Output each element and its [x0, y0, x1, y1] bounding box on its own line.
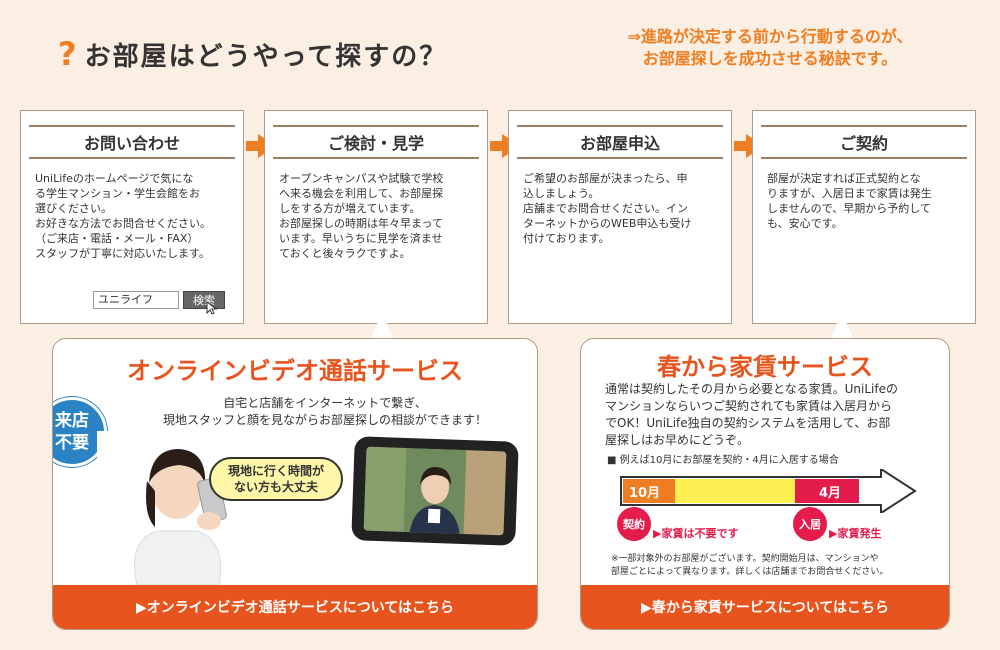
callout-tail — [830, 312, 854, 340]
step-line: UniLifeのホームページで気にな — [35, 172, 194, 185]
step-line: 込しましょう。 — [523, 187, 600, 200]
spring-card-link[interactable]: ▶春から家賃サービスについてはこちら — [581, 585, 949, 629]
step-line: オープンキャンパスや試験で学校 — [279, 172, 444, 185]
callout-tail — [370, 312, 394, 340]
step-line: 店舗までお問合せください。イン — [523, 202, 688, 215]
speech-bubble: 現地に行く時間が ない方も大丈夫 — [209, 457, 343, 501]
step-body: UniLifeのホームページで気にな る学生マンション・学生会館をお 選びくださ… — [21, 171, 243, 261]
step-line: しをする方が増えています。 — [279, 202, 421, 215]
footnote-line: ※一部対象外のお部屋がございます。契約開始月は、マンションや — [611, 554, 879, 564]
step-line: （ご来店・電話・メール・FAX） — [35, 232, 199, 245]
woman-with-phone-image — [97, 431, 247, 585]
video-call-card: オンラインビデオ通話サービス 自宅と店舗をインターネットで繋ぎ、 現地スタッフと… — [52, 338, 538, 630]
speech-line: 現地に行く時間が — [227, 464, 324, 478]
step-line: 部屋が決定すれば正式契約とな — [767, 172, 921, 185]
spring-desc-line: マンションならいつご契約されても家賃は入居月から — [605, 399, 893, 413]
badge-line: 不要 — [55, 433, 89, 453]
step-body: ご希望のお部屋が決まったら、申 込しましょう。 店舗までお問合せください。イン … — [509, 171, 731, 246]
search-button[interactable]: 検索 — [183, 291, 225, 309]
step-title: ご契約 — [761, 125, 967, 159]
speech-line: ない方も大丈夫 — [233, 480, 318, 494]
spring-desc-line: でOK！UniLife独自の契約システムを活用して、お部 — [605, 416, 891, 430]
video-card-title: オンラインビデオ通話サービス — [127, 357, 463, 385]
month-end-label: 4月 — [819, 486, 842, 501]
smartphone-image — [351, 436, 519, 546]
step-title: お部屋申込 — [517, 125, 723, 159]
step-apply: お部屋申込 ご希望のお部屋が決まったら、申 込しましょう。 店舗までお問合せくだ… — [508, 110, 732, 324]
header: ? お部屋はどうやって探すの？ — [58, 32, 447, 76]
step-inquiry: お問い合わせ UniLifeのホームページで気にな る学生マンション・学生会館を… — [20, 110, 244, 324]
step-line: お部屋探しの時期は年々早まって — [279, 217, 444, 230]
step-contract: ご契約 部屋が決定すれば正式契約とな りますが、入居日まで家賃は発生 しませんの… — [752, 110, 976, 324]
question-mark-icon: ? — [58, 35, 77, 73]
step-line: ておくと後々ラクですよ。 — [279, 247, 411, 260]
video-desc-line: 自宅と店舗をインターネットで繋ぎ、 — [223, 396, 427, 410]
step-line: お好きな方法でお問合せください。 — [35, 217, 211, 230]
step-line: スタッフが丁寧に対応いたします。 — [35, 247, 210, 260]
step-line: 付けております。 — [523, 232, 610, 245]
step-consider: ご検討・見学 オープンキャンパスや試験で学校 へ来る機会を利用して、お部屋探 し… — [264, 110, 488, 324]
spring-card-desc: 通常は契約したその月から必要となる家賃。UniLifeの マンションならいつご契… — [605, 381, 927, 449]
month-start-label: 10月 — [629, 486, 661, 501]
page-title: お部屋はどうやって探すの？ — [84, 41, 448, 72]
step-title: ご検討・見学 — [273, 125, 479, 159]
subtitle-line-2: お部屋探しを成功させる秘訣です。 — [642, 49, 898, 68]
contract-note: ▶家賃は不要です — [653, 527, 739, 540]
video-card-desc: 自宅と店舗をインターネットで繋ぎ、 現地スタッフと顔を見ながらお部屋探しの相談が… — [113, 395, 537, 429]
step-line: ご希望のお部屋が決まったら、申 — [523, 172, 688, 185]
step-line: も、安心です。 — [767, 217, 843, 230]
example-note: ■ 例えば10月にお部屋を契約・4月に入居する場合 — [607, 455, 839, 466]
step-title: お問い合わせ — [29, 125, 235, 159]
step-line: ターネットからのWEB申込も受け — [523, 217, 692, 230]
subtitle-line-1: ⇒進路が決定する前から行動するのが、 — [627, 27, 913, 46]
page-subtitle: ⇒進路が決定する前から行動するのが、 お部屋探しを成功させる秘訣です。 — [605, 26, 935, 70]
video-card-link[interactable]: ▶オンラインビデオ通話サービスについてはこちら — [53, 585, 537, 629]
rent-timeline: 10月 4月 — [619, 469, 917, 513]
step-line: りますが、入居日まで家賃は発生 — [767, 187, 932, 200]
spring-card-title: 春から家賃サービス — [657, 353, 873, 381]
move-in-marker: 入居 — [793, 507, 827, 541]
spring-rent-card: 春から家賃サービス 通常は契約したその月から必要となる家賃。UniLifeの マ… — [580, 338, 950, 630]
spring-desc-line: 屋探しはお早めにどうぞ。 — [605, 433, 750, 447]
badge-line: 来店 — [55, 411, 89, 431]
search-box: ユニライフ 検索 — [93, 291, 225, 315]
step-line: 選びください。 — [35, 202, 112, 215]
step-line: る学生マンション・学生会館をお — [35, 187, 200, 200]
video-desc-line: 現地スタッフと顔を見ながらお部屋探しの相談ができます！ — [162, 413, 487, 427]
spring-desc-line: 通常は契約したその月から必要となる家賃。UniLifeの — [605, 382, 898, 396]
step-body: オープンキャンパスや試験で学校 へ来る機会を利用して、お部屋探 しをする方が増え… — [265, 171, 487, 261]
step-line: います。早いうちに見学を済ませ — [279, 232, 443, 245]
search-input[interactable]: ユニライフ — [93, 291, 179, 309]
step-body: 部屋が決定すれば正式契約とな りますが、入居日まで家賃は発生 しませんので、早期… — [753, 171, 975, 231]
footnote-line: 部屋ごとによって異なります。詳しくは店舗までお問合せください。 — [611, 567, 889, 577]
spring-footnote: ※一部対象外のお部屋がございます。契約開始月は、マンションや 部屋ごとによって異… — [611, 553, 939, 579]
step-line: しませんので、早期から予約して — [767, 202, 931, 215]
video-call-screen — [363, 446, 507, 536]
contract-marker: 契約 — [617, 507, 651, 541]
step-line: へ来る機会を利用して、お部屋探 — [279, 187, 444, 200]
cursor-icon — [206, 300, 218, 318]
move-in-note: ▶家賃発生 — [829, 527, 882, 540]
